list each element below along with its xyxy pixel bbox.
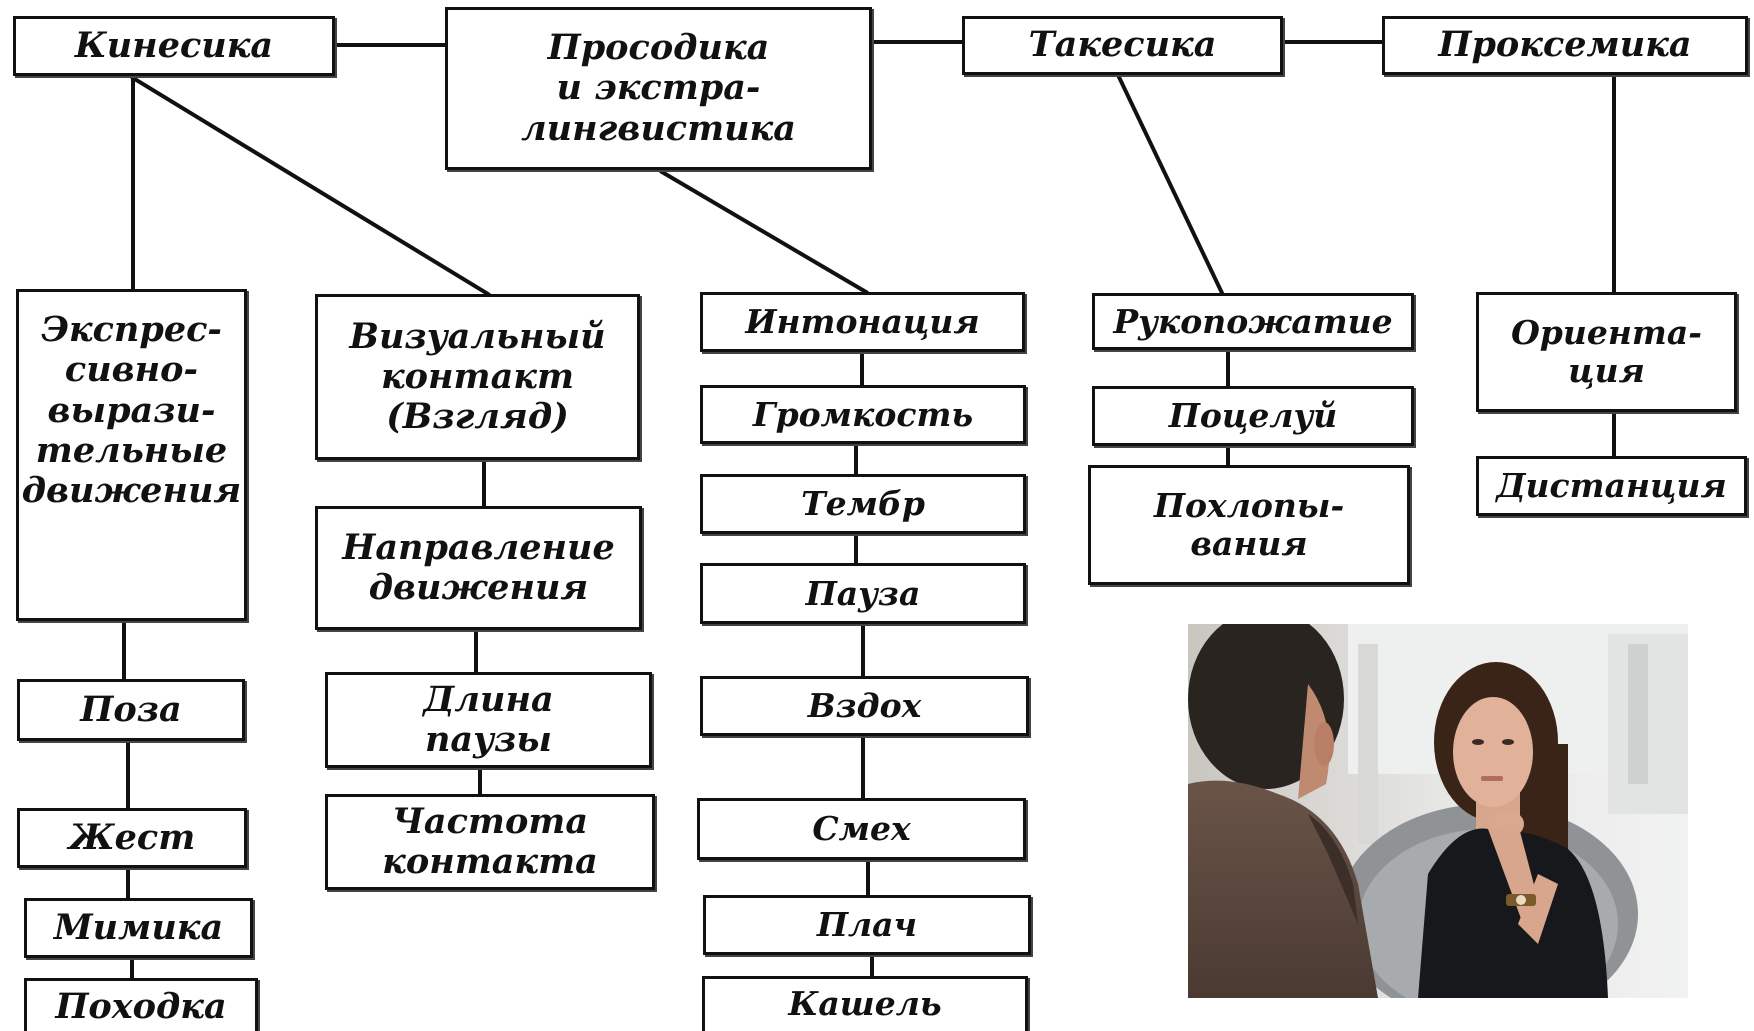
category-proxemics: Проксемика [1382, 16, 1748, 75]
category-prosody: Просодика и экстра- лингвистика [445, 7, 872, 170]
item-kiss: Поцелуй [1092, 386, 1414, 446]
item-gesture: Жест [17, 808, 247, 868]
item-contact-frequency: Частота контакта [325, 794, 655, 890]
link-prosody-intonation [659, 169, 869, 295]
item-cough: Кашель [702, 976, 1028, 1031]
item-pause: Пауза [700, 563, 1026, 624]
conversation-photo [1188, 624, 1688, 998]
item-pause-length: Длина паузы [325, 672, 652, 768]
item-distance: Дистанция [1476, 456, 1747, 516]
category-takesics: Такесика [962, 16, 1283, 75]
item-crying: Плач [703, 895, 1031, 955]
item-visual-contact: Визуальный контакт (Взгляд) [315, 294, 640, 460]
item-intonation: Интонация [700, 292, 1025, 352]
item-pose: Поза [17, 679, 245, 741]
item-gait: Походка [24, 978, 258, 1031]
item-patting: Похлопы- вания [1088, 465, 1410, 585]
conversation-photo-illustration [1188, 624, 1688, 998]
item-laughter: Смех [697, 798, 1026, 860]
item-movement-direction: Направление движения [315, 506, 642, 630]
item-timbre: Тембр [700, 474, 1026, 534]
category-kinesics: Кинесика [13, 16, 335, 76]
item-handshake: Рукопожатие [1092, 293, 1414, 350]
link-takesics-handshake [1115, 72, 1225, 296]
item-loudness: Громкость [700, 385, 1026, 444]
item-orientation: Ориента- ция [1476, 292, 1737, 412]
item-expressive-movements: Экспрес- сивно- вырази- тельные движения [16, 289, 247, 621]
item-mimicry: Мимика [24, 898, 253, 958]
link-kinesics-visual [130, 75, 491, 297]
item-sigh: Вздох [700, 676, 1029, 736]
